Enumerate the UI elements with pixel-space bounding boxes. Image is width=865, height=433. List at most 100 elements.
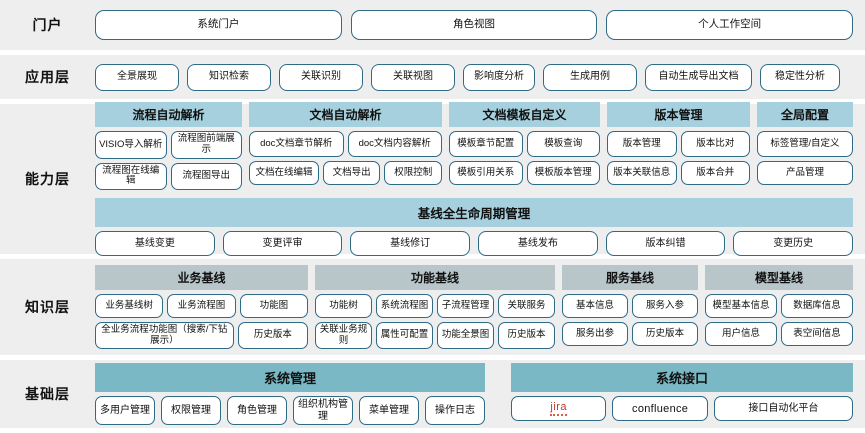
know-item-service-output-param[interactable]: 服务出参 <box>562 321 628 346</box>
cap-item-template-reference[interactable]: 模板引用关系 <box>449 161 523 186</box>
layer-knowledge-label: 知识层 <box>25 299 70 315</box>
know-item-related-business-rule[interactable]: 关联业务规则 <box>315 321 372 350</box>
know-item-function-chart[interactable]: 功能图 <box>239 293 308 318</box>
baseline-item-publish[interactable]: 基线发布 <box>478 230 598 256</box>
knowledge-group-function-row2: 关联业务规则 属性可配置 功能全景图 历史版本 <box>315 321 555 350</box>
know-item-service-basic-info[interactable]: 基本信息 <box>562 293 628 318</box>
cap-item-product-mgmt[interactable]: 产品管理 <box>757 161 853 186</box>
baseline-item-review[interactable]: 变更评审 <box>222 230 343 256</box>
cap-item-flow-online-edit[interactable]: 流程图在线编辑 <box>95 162 167 190</box>
capability-group-version-row1: 版本管理 版本比对 <box>607 131 750 158</box>
knowledge-group-model-row1: 模型基本信息 数据库信息 <box>705 293 853 318</box>
knowledge-group-business-row1: 业务基线树 业务流程图 功能图 <box>95 293 308 318</box>
baseline-lifecycle-items: 基线变更 变更评审 基线修订 基线发布 版本纠错 变更历史 <box>95 230 854 256</box>
app-item-0[interactable]: 全景展现 <box>95 63 179 91</box>
knowledge-group-model: 模型基线 模型基本信息 数据库信息 用户信息 表空间信息 <box>705 264 853 349</box>
cap-item-version-merge[interactable]: 版本合并 <box>680 161 750 186</box>
capability-group-template-row1: 模板章节配置 模板查询 <box>449 131 600 158</box>
cap-item-version-mgmt[interactable]: 版本管理 <box>607 131 677 158</box>
know-item-service-history[interactable]: 历史版本 <box>632 321 698 346</box>
cap-item-template-chapter-config[interactable]: 模板章节配置 <box>449 131 523 158</box>
cap-item-version-compare[interactable]: 版本比对 <box>680 131 750 158</box>
app-item-3[interactable]: 关联视图 <box>371 63 455 91</box>
cap-item-doc-content-parse[interactable]: doc文档内容解析 <box>347 131 442 158</box>
capability-groups: 流程自动解析 VISIO导入解析 流程图前端展示 流程图在线编辑 流程图导出 文… <box>95 102 853 190</box>
know-item-attr-configurable[interactable]: 属性可配置 <box>376 321 433 350</box>
know-item-user-info[interactable]: 用户信息 <box>705 321 777 346</box>
cap-item-visio-parse[interactable]: VISIO导入解析 <box>95 131 167 159</box>
capability-group-template-title: 文档模板自定义 <box>449 102 600 128</box>
foundation-group-sysinterface: 系统接口 jira confluence 接口自动化平台 <box>511 363 853 424</box>
capability-group-version: 版本管理 版本管理 版本比对 版本关联信息 版本合并 <box>607 102 750 190</box>
capability-group-global-row1: 标签管理/自定义 <box>757 131 853 158</box>
base-item-role-mgmt[interactable]: 角色管理 <box>227 396 287 425</box>
knowledge-group-model-title: 模型基线 <box>705 264 853 290</box>
cap-item-tag-mgmt[interactable]: 标签管理/自定义 <box>757 131 853 158</box>
know-item-subprocess-mgmt[interactable]: 子流程管理 <box>437 293 494 318</box>
cap-item-flow-export[interactable]: 流程图导出 <box>170 162 242 190</box>
jira-logo-text: jira <box>550 401 568 417</box>
capability-group-version-row2: 版本关联信息 版本合并 <box>607 161 750 186</box>
capability-group-doc-title: 文档自动解析 <box>249 102 442 128</box>
know-item-business-history[interactable]: 历史版本 <box>237 321 308 350</box>
base-item-multiuser-mgmt[interactable]: 多用户管理 <box>95 396 155 425</box>
capability-group-process-row2: 流程图在线编辑 流程图导出 <box>95 162 242 190</box>
app-item-1[interactable]: 知识检索 <box>187 63 271 91</box>
know-item-tablespace-info[interactable]: 表空间信息 <box>781 321 853 346</box>
know-item-system-flowchart[interactable]: 系统流程图 <box>376 293 433 318</box>
base-item-org-mgmt[interactable]: 组织机构管理 <box>293 396 353 425</box>
base-item-menu-mgmt[interactable]: 菜单管理 <box>359 396 419 425</box>
app-item-7[interactable]: 稳定性分析 <box>760 63 840 91</box>
cap-item-template-version-mgmt[interactable]: 模板版本管理 <box>526 161 600 186</box>
base-item-operation-log[interactable]: 操作日志 <box>425 396 485 425</box>
base-item-api-automation-platform[interactable]: 接口自动化平台 <box>713 396 853 422</box>
know-item-service-input-param[interactable]: 服务入参 <box>632 293 698 318</box>
cap-item-doc-chapter-parse[interactable]: doc文档章节解析 <box>249 131 344 158</box>
know-item-model-basic-info[interactable]: 模型基本信息 <box>705 293 777 318</box>
layer-capability: 能力层 流程自动解析 VISIO导入解析 流程图前端展示 流程图在线编辑 流程图… <box>0 102 865 256</box>
know-item-business-flowchart[interactable]: 业务流程图 <box>167 293 236 318</box>
cap-item-doc-export[interactable]: 文档导出 <box>322 161 381 186</box>
knowledge-groups: 业务基线 业务基线树 业务流程图 功能图 全业务流程功能图（搜索/下钻展示） 历… <box>95 264 853 350</box>
base-item-jira[interactable]: jira <box>511 396 607 422</box>
foundation-sysmgmt-items: 多用户管理 权限管理 角色管理 组织机构管理 菜单管理 操作日志 <box>95 396 485 425</box>
baseline-lifecycle-title: 基线全生命周期管理 <box>95 197 853 227</box>
cap-item-version-relation[interactable]: 版本关联信息 <box>607 161 677 186</box>
base-item-permission-mgmt[interactable]: 权限管理 <box>161 396 221 425</box>
layer-portal-label: 门户 <box>32 17 63 33</box>
base-item-confluence[interactable]: confluence <box>612 396 708 422</box>
know-item-function-tree[interactable]: 功能树 <box>315 293 372 318</box>
know-item-related-service[interactable]: 关联服务 <box>498 293 555 318</box>
foundation-group-sysinterface-title: 系统接口 <box>511 363 853 393</box>
application-items: 全景展现 知识检索 关联识别 关联视图 影响度分析 生成用例 自动生成导出文档 … <box>95 63 853 91</box>
portal-item-0[interactable]: 系统门户 <box>95 10 342 40</box>
app-item-4[interactable]: 影响度分析 <box>463 63 535 91</box>
know-item-business-baseline-tree[interactable]: 业务基线树 <box>95 293 164 318</box>
layer-foundation-label: 基础层 <box>25 386 70 402</box>
baseline-item-change[interactable]: 基线变更 <box>95 230 215 256</box>
app-item-5[interactable]: 生成用例 <box>543 63 637 91</box>
portal-item-2[interactable]: 个人工作空间 <box>606 10 854 40</box>
app-item-2[interactable]: 关联识别 <box>279 63 363 91</box>
app-item-6[interactable]: 自动生成导出文档 <box>645 63 752 91</box>
portal-item-1[interactable]: 角色视图 <box>350 10 598 40</box>
cap-item-doc-online-edit[interactable]: 文档在线编辑 <box>249 161 319 186</box>
layer-capability-label: 能力层 <box>25 171 70 187</box>
capability-group-doc: 文档自动解析 doc文档章节解析 doc文档内容解析 文档在线编辑 文档导出 权… <box>249 102 442 190</box>
know-item-function-history[interactable]: 历史版本 <box>498 321 555 350</box>
layer-application-label: 应用层 <box>25 69 70 85</box>
knowledge-group-service-title: 服务基线 <box>562 264 698 290</box>
know-item-database-info[interactable]: 数据库信息 <box>781 293 853 318</box>
know-item-full-business-flow[interactable]: 全业务流程功能图（搜索/下钻展示） <box>95 321 234 350</box>
baseline-item-history[interactable]: 变更历史 <box>733 230 854 256</box>
cap-item-template-query[interactable]: 模板查询 <box>526 131 600 158</box>
baseline-item-version-fix[interactable]: 版本纠错 <box>605 230 726 256</box>
baseline-item-revise[interactable]: 基线修订 <box>350 230 471 256</box>
layer-foundation: 基础层 系统管理 多用户管理 权限管理 角色管理 组织机构管理 菜单管理 操作日… <box>0 360 865 428</box>
knowledge-group-business: 业务基线 业务基线树 业务流程图 功能图 全业务流程功能图（搜索/下钻展示） 历… <box>95 264 308 350</box>
cap-item-flow-frontend[interactable]: 流程图前端展示 <box>170 131 242 159</box>
cap-item-permission-control[interactable]: 权限控制 <box>384 161 442 186</box>
know-item-function-panorama[interactable]: 功能全景图 <box>437 321 494 350</box>
knowledge-group-business-row2: 全业务流程功能图（搜索/下钻展示） 历史版本 <box>95 321 308 350</box>
capability-group-doc-row1: doc文档章节解析 doc文档内容解析 <box>249 131 442 158</box>
